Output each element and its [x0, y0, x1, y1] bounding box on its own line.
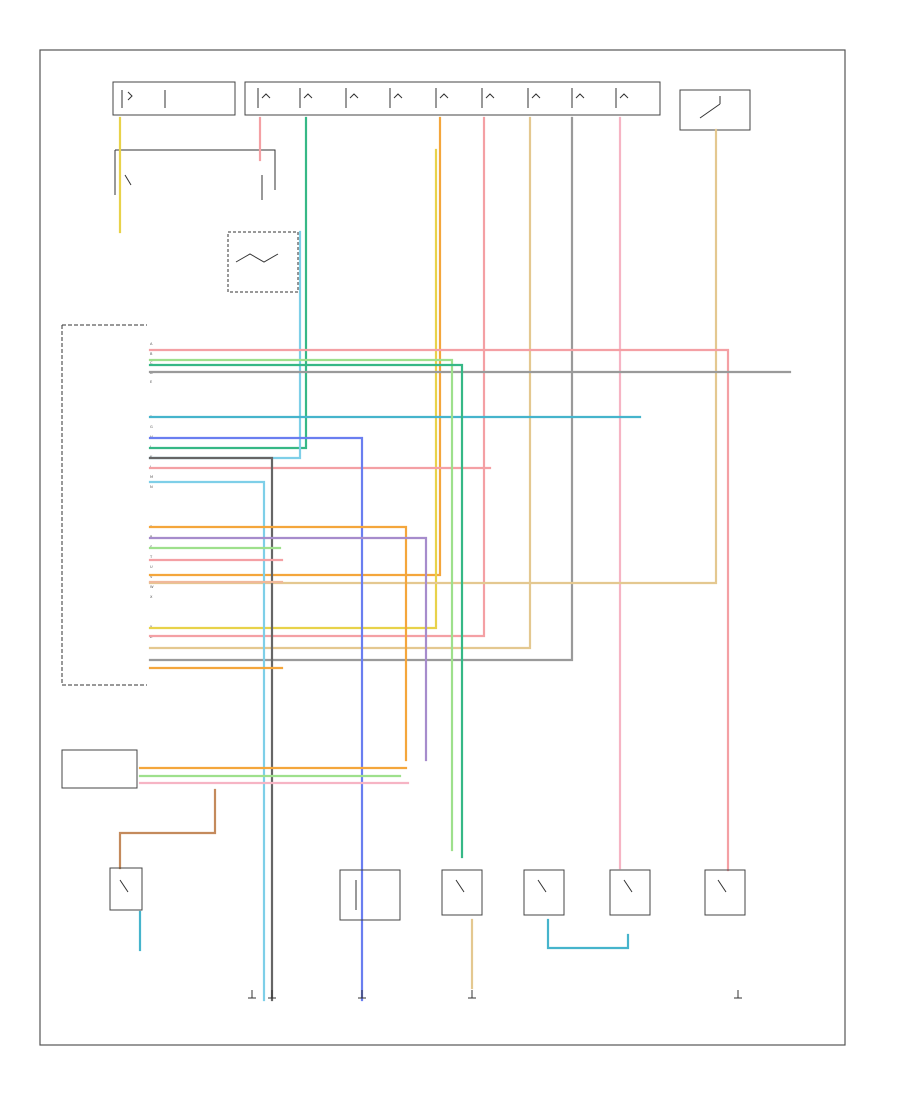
svg-text:X: X: [150, 595, 153, 599]
svg-text:W: W: [150, 585, 154, 589]
fuse-block-left: [112, 81, 236, 116]
wire-gray-v: [148, 116, 574, 662]
grounds: [248, 990, 742, 999]
module-pin-labels: A B C D E F G H J K L M N P R S T U V W …: [149, 342, 154, 639]
switch-4: [523, 869, 565, 916]
wire-tan-v: [148, 116, 532, 650]
svg-text:T: T: [149, 555, 153, 559]
wire-lightblue-v2: [148, 480, 266, 1002]
lower-left-connector: [61, 749, 138, 789]
svg-text:V: V: [150, 575, 153, 579]
svg-text:N: N: [150, 485, 153, 489]
wire-red-v1: [148, 116, 486, 638]
switch-1: [109, 867, 143, 911]
wire-red-top: [148, 348, 730, 872]
svg-text:A: A: [150, 342, 153, 346]
wire-lightgreen-top: [148, 358, 454, 852]
wire-tan-ign: [148, 128, 718, 585]
svg-text:E: E: [150, 380, 153, 384]
integrated-control-module: A B C D E F G H J K L M N P R S T U V W …: [61, 324, 154, 686]
wire-orange-v: [148, 116, 442, 577]
switch-3: [441, 869, 483, 916]
switch-6: [704, 869, 746, 916]
wire-brown-left: [118, 788, 217, 870]
diagram-frame: [39, 49, 846, 1046]
wire-darkgray-v: [148, 456, 274, 1002]
wire-green-main: [148, 116, 308, 450]
wire-lightblue-main: [148, 230, 302, 460]
wires: [118, 116, 792, 1002]
svg-text:C: C: [150, 361, 153, 365]
ignition-switch-box: [679, 89, 751, 131]
svg-text:G: G: [150, 425, 153, 429]
wire-green-a: [148, 363, 464, 859]
wire-orange-2: [148, 525, 408, 762]
fuse-block-main: [244, 81, 661, 116]
left-relay-assembly: [114, 149, 299, 293]
switch-2: [339, 869, 401, 921]
wire-cyan-lower2: [546, 918, 630, 950]
wire-yellow-v: [148, 148, 438, 630]
wire-blue-v: [148, 436, 364, 1002]
lower-switches: [109, 867, 746, 921]
switch-5: [609, 869, 651, 916]
svg-text:M: M: [150, 475, 153, 479]
svg-text:U: U: [150, 565, 153, 569]
svg-text:B: B: [150, 352, 153, 356]
wire-violet: [148, 536, 428, 762]
